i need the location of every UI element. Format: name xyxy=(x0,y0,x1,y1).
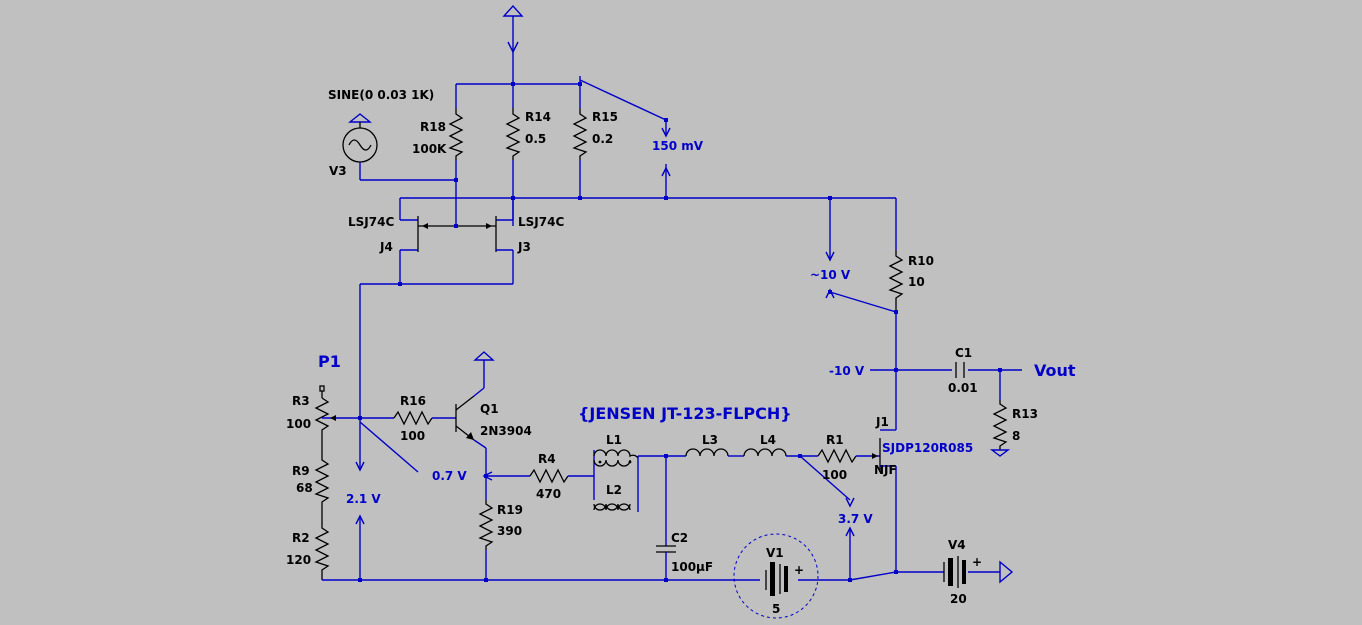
battery-v1: + xyxy=(733,533,819,619)
transformer xyxy=(593,449,686,512)
j3-name: J3 xyxy=(517,240,531,254)
r14-value: 0.5 xyxy=(525,132,546,146)
r15-value: 0.2 xyxy=(592,132,613,146)
r9-value: 68 xyxy=(296,481,313,495)
capacitor-c2 xyxy=(656,456,676,580)
c1-and-output xyxy=(870,362,1022,457)
r2-value: 120 xyxy=(286,553,311,567)
v1-value: 5 xyxy=(772,602,780,616)
r1-value: 100 xyxy=(822,468,847,482)
c1-value: 0.01 xyxy=(948,381,978,395)
r10-value: 10 xyxy=(908,275,925,289)
battery-v4: + xyxy=(943,555,1014,588)
r16-value: 100 xyxy=(400,429,425,443)
r19-value: 390 xyxy=(497,524,522,538)
probe-0-7v-label: 0.7 V xyxy=(432,469,467,483)
j1-name: J1 xyxy=(875,415,889,429)
j1-type: SJDP120R085 xyxy=(882,441,973,455)
r18-name: R18 xyxy=(420,120,446,134)
v1-name: V1 xyxy=(766,546,784,560)
probe-2-1v xyxy=(355,418,365,580)
probe-10v-label: ~10 V xyxy=(810,268,851,282)
probe-2-1v-label: 2.1 V xyxy=(346,492,381,506)
top-rail xyxy=(455,76,667,121)
inductors-l3-l4 xyxy=(685,448,818,457)
probe-3-7v-label: 3.7 V xyxy=(838,512,873,526)
r10-name: R10 xyxy=(908,254,934,268)
junction-dots xyxy=(358,82,1002,582)
q1-name: Q1 xyxy=(480,402,499,416)
svg-text:+: + xyxy=(794,563,804,577)
r18-value: 100K xyxy=(412,142,447,156)
j4-type: LSJ74C xyxy=(348,215,394,229)
j1-kind: NJF xyxy=(874,463,897,477)
probe-10v xyxy=(825,288,897,313)
v4-name: V4 xyxy=(948,538,966,552)
probe-150mv xyxy=(661,120,671,198)
c1-name: C1 xyxy=(955,346,972,360)
r14-name: R14 xyxy=(525,110,551,124)
r3-value: 100 xyxy=(286,417,311,431)
l2-name: L2 xyxy=(606,483,622,497)
r15-name: R15 xyxy=(592,110,618,124)
r4-name: R4 xyxy=(538,452,556,466)
resistor-r15 xyxy=(572,108,588,198)
v4-value: 20 xyxy=(950,592,967,606)
l3-name: L3 xyxy=(702,433,718,447)
j4-name: J4 xyxy=(379,240,393,254)
top-supply-flag xyxy=(502,4,524,84)
potentiometer-r3 xyxy=(314,385,360,440)
bottom-rail xyxy=(322,571,944,581)
probe-minus-10v-label: -10 V xyxy=(829,364,865,378)
l1-name: L1 xyxy=(606,433,622,447)
r13-value: 8 xyxy=(1012,429,1020,443)
q1-type: 2N3904 xyxy=(480,424,532,438)
probe-3-7v xyxy=(799,455,855,580)
r4-value: 470 xyxy=(536,487,561,501)
jfet-j3 xyxy=(456,216,514,284)
c2-value: 100µF xyxy=(671,560,713,574)
j3-type: LSJ74C xyxy=(518,215,564,229)
transformer-label: {JENSEN JT-123-FLPCH} xyxy=(578,404,792,423)
jfet-j4 xyxy=(399,216,456,284)
r19-name: R19 xyxy=(497,503,523,517)
v3-function-label: SINE(0 0.03 1K) xyxy=(328,88,434,102)
resistor-r4 xyxy=(529,468,594,484)
resistor-r19 xyxy=(478,500,494,580)
mid-rail xyxy=(399,197,897,262)
r3-name: R3 xyxy=(292,394,310,408)
svg-text:+: + xyxy=(972,555,982,569)
jfet-j1 xyxy=(872,420,897,572)
resistor-r10 xyxy=(888,250,904,420)
r16-name: R16 xyxy=(400,394,426,408)
probe-150mv-label: 150 mV xyxy=(652,139,704,153)
resistor-r1 xyxy=(817,448,880,464)
l4-name: L4 xyxy=(760,433,776,447)
c2-name: C2 xyxy=(671,531,688,545)
v3-name: V3 xyxy=(329,164,347,178)
vout-label: Vout xyxy=(1034,361,1076,380)
r13-name: R13 xyxy=(1012,407,1038,421)
sine-source-v3 xyxy=(342,113,456,181)
resistor-r18 xyxy=(448,108,464,226)
r2-name: R2 xyxy=(292,531,310,545)
p1-label: P1 xyxy=(318,352,341,371)
r9-name: R9 xyxy=(292,464,310,478)
resistor-r16 xyxy=(360,410,456,426)
resistor-r9 xyxy=(314,440,330,520)
resistor-r2 xyxy=(314,520,330,580)
r1-name: R1 xyxy=(826,433,844,447)
